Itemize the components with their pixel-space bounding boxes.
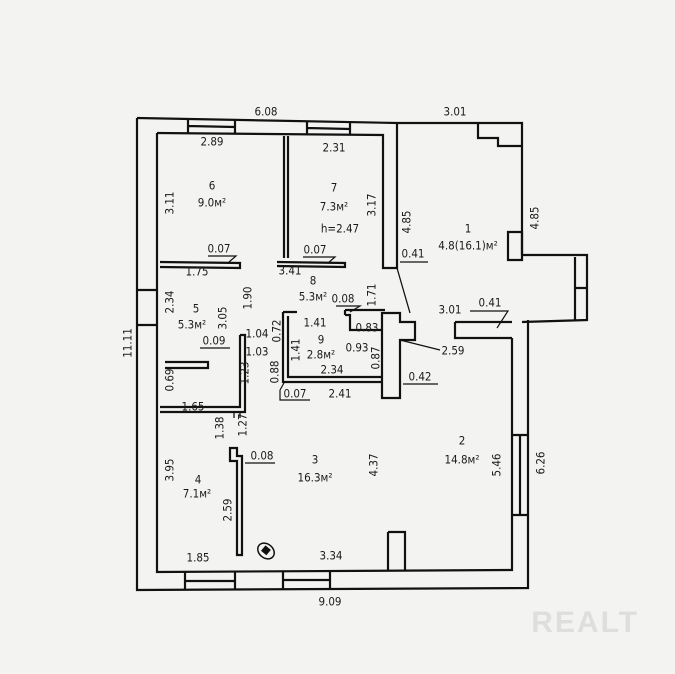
dimension-label: 1.71	[364, 283, 379, 307]
dimension-label: 0.83	[355, 320, 379, 335]
room-area: 16.3м²	[297, 470, 333, 485]
room-number: 5	[192, 301, 200, 316]
dimension-label: 3.11	[162, 191, 177, 215]
dimension-label: 2.89	[200, 134, 224, 149]
dimension-label: 3.05	[215, 306, 230, 330]
dimension-label: 3.01	[438, 302, 462, 317]
windows	[137, 120, 528, 590]
dimension-label: 0.08	[250, 448, 274, 463]
room-area: 2.8м²	[306, 347, 336, 362]
dimension-label: 1.41	[303, 315, 327, 330]
dimension-label: 0.07	[283, 386, 307, 401]
dimension-label: 4.37	[366, 453, 381, 477]
outer-walls	[135, 116, 530, 592]
dimension-label: 0.42	[408, 369, 432, 384]
dimension-label: 1.04	[245, 326, 269, 341]
dimension-label: 0.07	[303, 242, 327, 257]
dimension-label: 9.09	[318, 594, 342, 609]
room-area: 9.0м²	[197, 195, 227, 210]
dimension-label: 1.90	[240, 286, 255, 310]
dimension-label: 0.08	[331, 291, 355, 306]
ceiling-height-note: h=2.47	[320, 221, 360, 236]
dimension-label: 1.85	[186, 550, 210, 565]
dimension-label: 1.75	[185, 264, 209, 279]
dimension-label: 4.85	[399, 210, 414, 234]
room-number: 8	[309, 273, 317, 288]
dimension-label: 5.46	[489, 453, 504, 477]
dimension-label: 0.93	[345, 340, 369, 355]
room-number: 3	[311, 452, 319, 467]
room-area: 5.3м²	[298, 289, 328, 304]
dimension-label: 0.07	[207, 241, 231, 256]
dimension-label: 1.65	[181, 399, 205, 414]
dimension-label: 4.85	[527, 206, 542, 230]
dimension-label: 2.41	[328, 386, 352, 401]
dimension-label: 2.34	[320, 362, 344, 377]
room-number: 2	[458, 433, 466, 448]
dimension-label: 3.95	[162, 458, 177, 482]
dimension-label: 0.41	[478, 295, 502, 310]
dimension-label: 2.31	[322, 140, 346, 155]
room-area: 14.8м²	[444, 452, 480, 467]
dimension-label: 1.03	[245, 344, 269, 359]
dimension-label: 6.08	[254, 104, 278, 119]
room-area: 7.1м²	[182, 486, 212, 501]
room-number: 1	[464, 221, 472, 236]
room-number: 9	[317, 332, 325, 347]
dimension-label: 0.88	[267, 360, 282, 384]
dimension-label: 0.72	[269, 319, 284, 343]
room-number: 7	[330, 180, 338, 195]
room-area: 5.3м²	[177, 317, 207, 332]
dimension-label: 1.41	[288, 338, 303, 362]
dimension-label: 0.87	[368, 346, 383, 370]
dimension-label: 1.27	[235, 413, 250, 437]
dimension-label: 0.41	[401, 246, 425, 261]
dimension-leaders	[200, 255, 510, 464]
room-number: 6	[208, 178, 216, 193]
dimension-label: 2.59	[441, 343, 465, 358]
dimension-label: 2.59	[220, 498, 235, 522]
dimension-label: 3.01	[443, 104, 467, 119]
dimension-label: 0.09	[202, 333, 226, 348]
dimension-label: 1.38	[212, 416, 227, 440]
dimension-label: 11.11	[120, 328, 135, 358]
dimension-label: 3.17	[364, 193, 379, 217]
dimension-label: 0.69	[162, 368, 177, 392]
interior-partitions	[159, 136, 512, 570]
dimension-label: 1.23	[237, 361, 252, 385]
dimension-label: 3.34	[319, 548, 343, 563]
meter-icon	[257, 542, 275, 560]
dimension-label: 2.34	[162, 290, 177, 314]
dimension-label: 6.26	[533, 451, 548, 475]
dimension-label: 3.41	[278, 263, 302, 278]
room-area: 7.3м²	[319, 199, 349, 214]
realt-watermark: REALT	[531, 606, 639, 639]
balcony	[506, 230, 589, 324]
room-number: 4	[194, 472, 202, 487]
room-area: 4.8(16.1)м²	[438, 238, 498, 253]
